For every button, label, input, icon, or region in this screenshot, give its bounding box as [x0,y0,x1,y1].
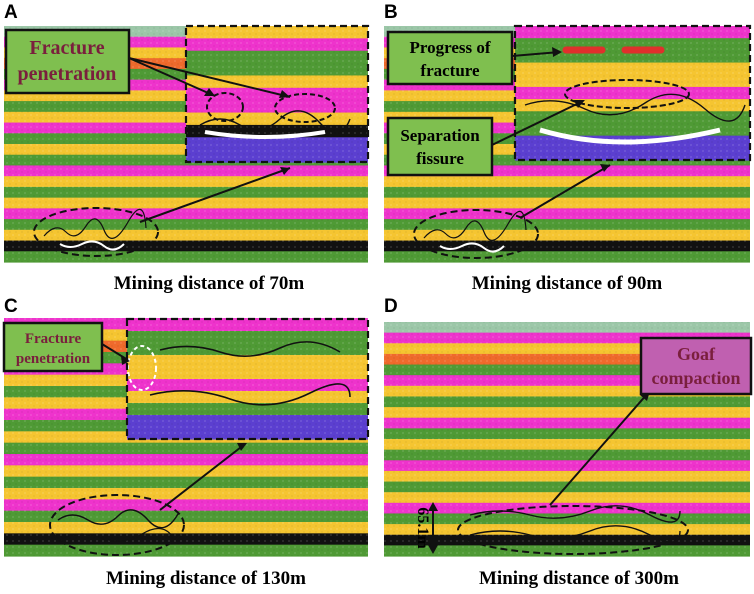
panel-d-fracture-zone [457,505,689,555]
panel-d: 65.1m Goaf compaction D Mining distance … [384,296,753,589]
panel-c-zoom-inset [125,317,370,441]
panel-b-caption: Mining distance of 90m [472,273,663,294]
panel-c-label-line-2: penetration [16,351,91,367]
panel-b-label-line-1: Progress of [409,38,490,57]
panel-d-label-box: Goaf compaction [639,336,753,396]
panel-b-label2-line-2: fissure [416,149,464,168]
panel-c-fracture-zone [49,494,185,556]
panel-d-height-label: 65.1m [414,507,431,549]
panel-b-label-box-progress: Progress of fracture [386,30,514,86]
panel-c-caption: Mining distance of 130m [106,568,306,589]
panel-a: Fracture penetration A Mining distance o… [4,2,370,294]
panel-a-label-box: Fracture penetration [4,28,131,95]
panel-c: Fracture penetration C Mining distance o… [2,296,370,589]
panel-b-label2-line-1: Separation [400,126,480,145]
panel-a-caption: Mining distance of 70m [114,273,305,294]
panel-c-label-line-1: Fracture [25,331,82,347]
panel-d-letter: D [384,296,398,317]
panel-a-fracture-zone [33,207,159,257]
panel-a-zoom-arrow [139,167,291,223]
panel-b-label-line-2: fracture [420,61,480,80]
panel-d-label-line-2: compaction [652,368,741,388]
panel-a-label-line-2: penetration [18,63,117,85]
panel-b-fracture-zone [413,209,539,259]
panel-c-letter: C [4,296,18,317]
panel-a-letter: A [4,2,18,23]
panel-b-zoom-inset [513,24,752,162]
stratum-texture [127,319,368,439]
panel-c-label-box: Fracture penetration [2,321,104,373]
panel-d-caption: Mining distance of 300m [479,568,679,589]
panel-d-label-line-1: Goaf [677,344,716,364]
panel-a-label-line-1: Fracture [29,37,104,59]
panel-b-label-box-separation: Separation fissure [386,116,494,177]
panel-b: Progress of fracture Separation fissure … [384,2,752,294]
panel-b-letter: B [384,2,398,23]
